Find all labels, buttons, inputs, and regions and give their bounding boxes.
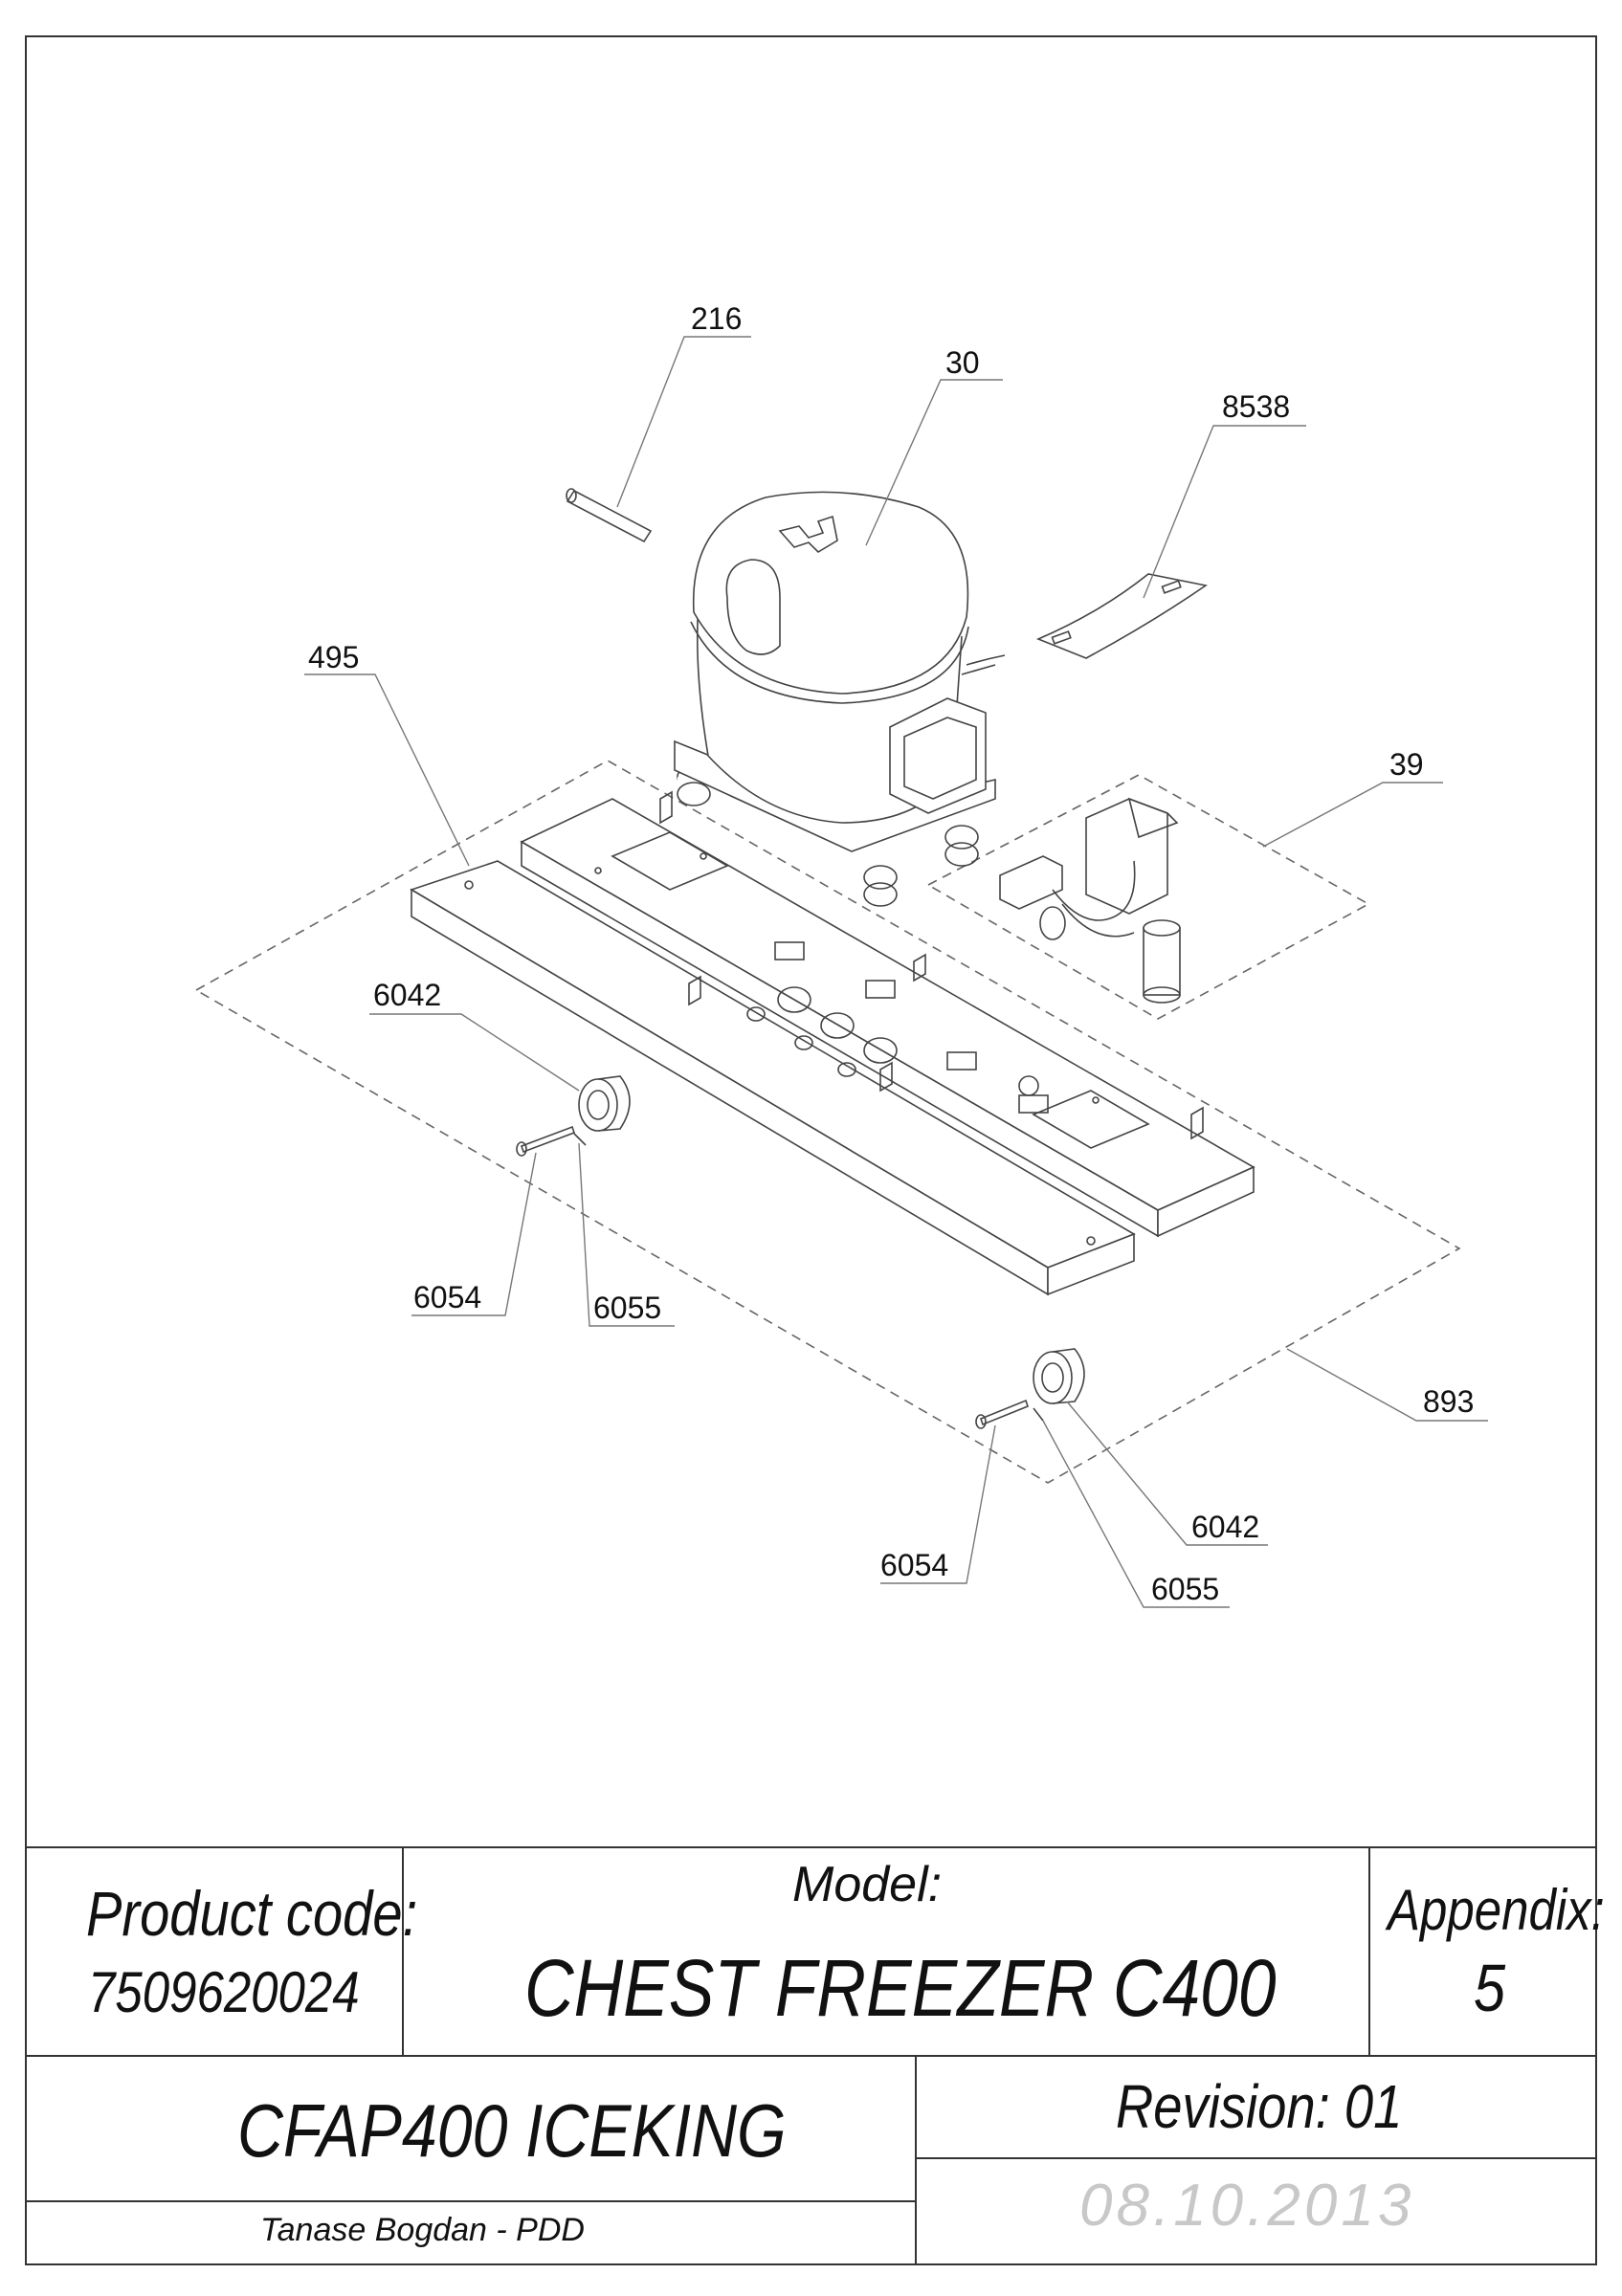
electrical-components [999, 797, 1181, 1004]
appendix-value: 5 [1474, 1951, 1506, 2025]
title-block-revision-border [915, 2157, 1597, 2159]
callout-893: 893 [1423, 1384, 1475, 1419]
variant-name: CFAP400 ICEKING [237, 2088, 787, 2173]
callout-6055-right: 6055 [1151, 1572, 1220, 1606]
leader-8538 [1143, 425, 1306, 599]
leader-30 [865, 379, 1003, 546]
title-block-divider-1 [402, 1846, 404, 2055]
bracket [1035, 573, 1209, 659]
revision: Revision: 01 [1116, 2072, 1403, 2141]
callout-6055-left: 6055 [593, 1291, 662, 1325]
callout-8538: 8538 [1222, 389, 1291, 424]
rear-rail [520, 790, 1255, 1238]
leader-216 [616, 336, 751, 508]
callout-216: 216 [691, 301, 743, 336]
leader-6055a [578, 1142, 675, 1327]
right-roller-assembly [975, 1348, 1085, 1429]
title-block-divider-2 [1368, 1846, 1370, 2055]
callout-6042-right: 6042 [1191, 1510, 1260, 1544]
left-roller-assembly [516, 1075, 631, 1157]
callout-30: 30 [945, 345, 980, 380]
title-block-divider-3 [915, 2055, 917, 2265]
model-value: CHEST FREEZER C400 [524, 1943, 1277, 2033]
product-code-value: 7509620024 [88, 1960, 360, 2024]
callout-6054-left: 6054 [413, 1280, 482, 1314]
leader-6055b [1042, 1420, 1230, 1608]
leader-495 [304, 673, 470, 867]
product-code-label: Product code: [86, 1878, 418, 1949]
drawing-frame [25, 35, 1597, 2265]
leader-39 [1262, 782, 1443, 848]
tube [566, 488, 653, 543]
leader-6042b [1066, 1401, 1268, 1546]
date: 08.10.2013 [1079, 2173, 1415, 2239]
callout-6054-right: 6054 [880, 1548, 949, 1582]
compressor [674, 491, 1006, 852]
leader-893 [1286, 1348, 1488, 1422]
callout-39: 39 [1389, 747, 1424, 782]
leader-6054b [880, 1424, 996, 1584]
leader-6054a [411, 1152, 537, 1316]
leader-6042a [369, 1013, 580, 1092]
base-outline-dashed [194, 760, 1461, 1484]
front-rail [410, 860, 1136, 1296]
callout-495: 495 [308, 640, 360, 674]
title-block-author-border [25, 2200, 915, 2202]
author: Tanase Bogdan - PDD [260, 2212, 585, 2248]
title-block-top-border [25, 1846, 1597, 1848]
callout-6042-left: 6042 [373, 978, 442, 1012]
model-label: Model: [792, 1857, 943, 1912]
appendix-label: Appendix: [1388, 1878, 1605, 1942]
title-block-middle-border [25, 2055, 1597, 2057]
